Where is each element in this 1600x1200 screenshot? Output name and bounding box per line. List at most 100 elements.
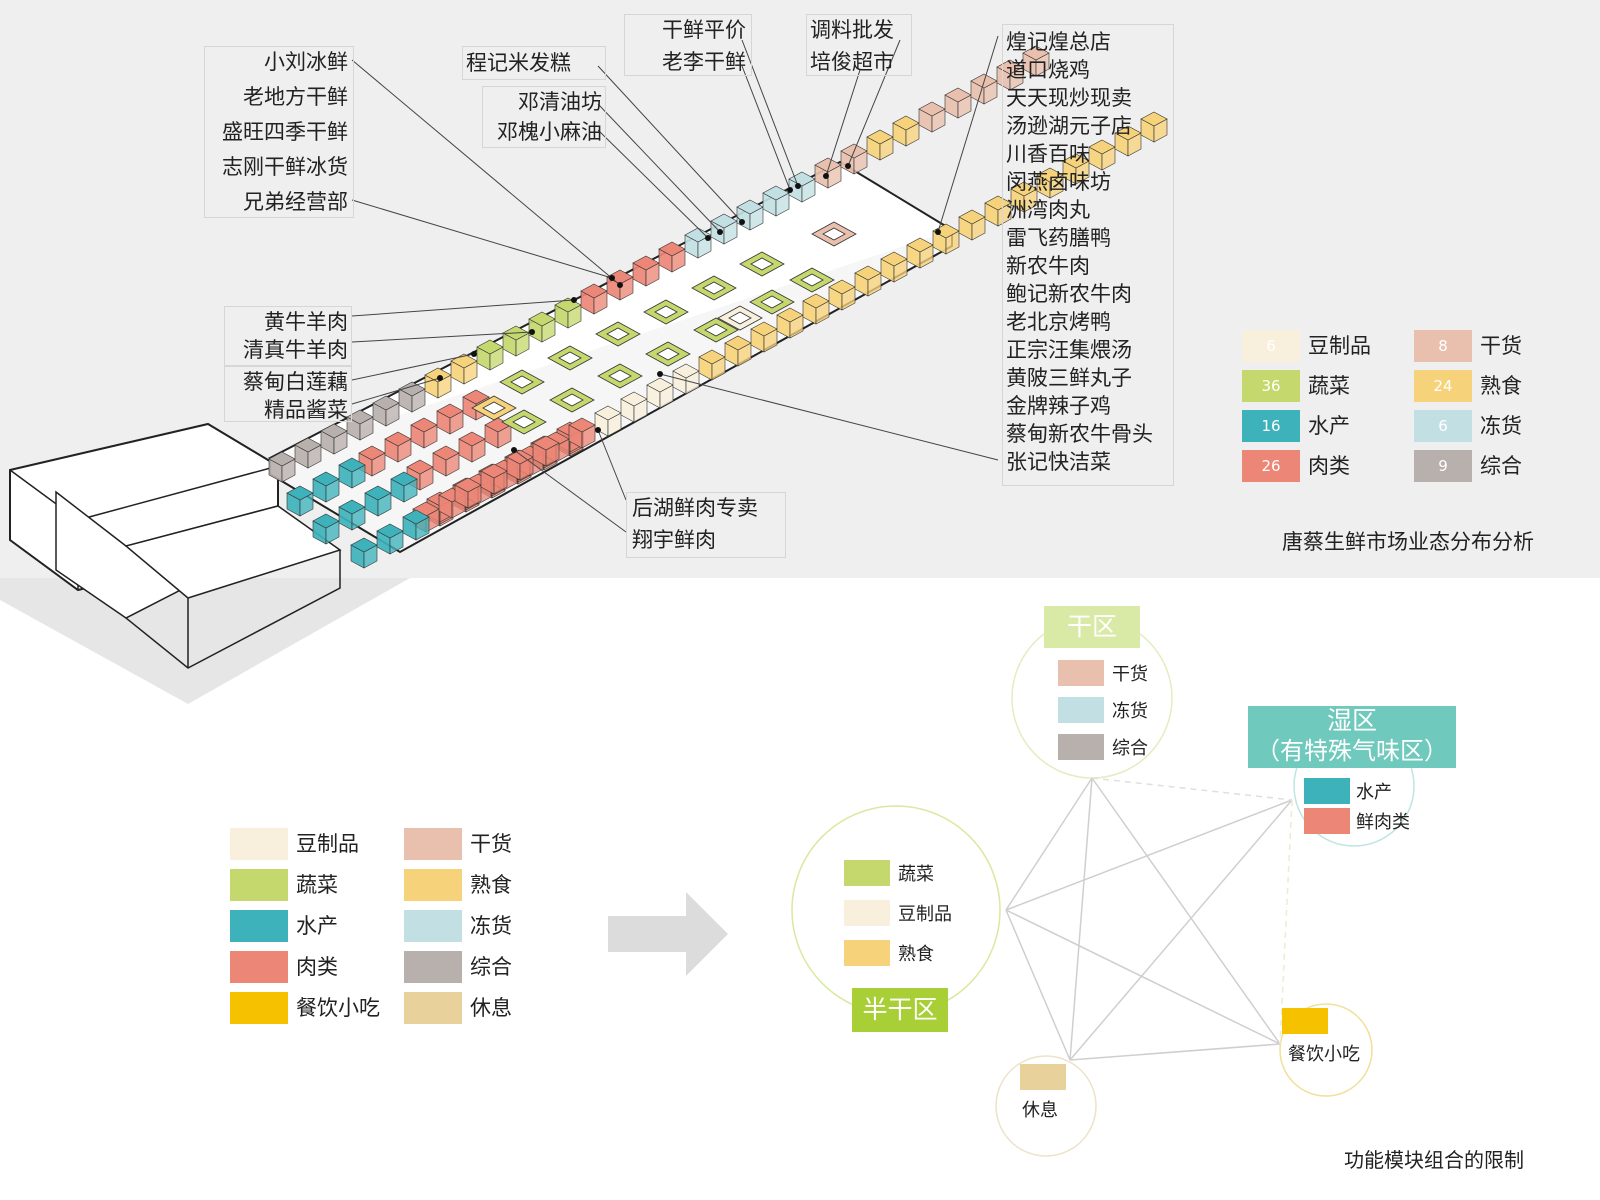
leader-dot xyxy=(529,329,535,335)
meat-stall xyxy=(480,463,508,479)
vegetable-stall xyxy=(510,375,534,389)
label-fresh-meat-shop: 后湖鲜肉专卖 xyxy=(632,496,758,520)
vegetable-stall xyxy=(608,369,632,383)
back-row-stall xyxy=(944,87,972,103)
back-row-stall xyxy=(268,451,296,467)
model-shadow xyxy=(0,578,410,704)
leader-line xyxy=(513,449,627,533)
legend-swatch: 16 xyxy=(1242,410,1300,442)
vegetable-stall xyxy=(760,295,784,309)
category-swatch xyxy=(230,869,288,901)
legend-swatch: 24 xyxy=(1414,370,1472,402)
zone-item-label: 干货 xyxy=(1112,664,1148,685)
category-swatch xyxy=(230,910,288,942)
front-row-stall xyxy=(828,279,856,295)
leader-dot xyxy=(739,219,745,225)
back-row-stall xyxy=(684,227,712,243)
meat-stall xyxy=(532,435,560,451)
leader-line xyxy=(937,35,999,233)
back-row-stall xyxy=(372,395,400,411)
back-row-stall xyxy=(398,381,426,397)
zone-title-wet-sub: （有特殊气味区） xyxy=(1256,737,1448,765)
legend-swatch: 9 xyxy=(1414,450,1472,482)
label-cooked-food-shop: 张记快洁菜 xyxy=(1006,450,1111,474)
label-box-cooked-food xyxy=(1002,24,1174,486)
category-label: 冻货 xyxy=(470,914,512,938)
meat-stall xyxy=(358,445,386,461)
front-row-stall xyxy=(594,405,622,421)
category-swatch xyxy=(404,951,462,983)
front-row-stall xyxy=(1140,111,1168,127)
label-box-seasoning xyxy=(806,14,912,76)
legend-swatch: 26 xyxy=(1242,450,1300,482)
label-meat-shop: 黄牛羊肉 xyxy=(264,310,348,334)
front-row-stall xyxy=(672,363,700,379)
zone-item-label: 餐饮小吃 xyxy=(1288,1044,1360,1065)
label-vegetable-shop: 蔡甸白莲藕 xyxy=(243,370,348,394)
relation-line xyxy=(1005,777,1093,911)
meat-stall xyxy=(458,431,486,447)
vegetable-stall xyxy=(656,347,680,361)
back-row-stall xyxy=(892,115,920,131)
aquatic-stall xyxy=(312,471,340,487)
relation-line-dashed xyxy=(1279,799,1293,1045)
leader-dot xyxy=(571,297,577,303)
label-cooked-food-shop: 煌记煌总店 xyxy=(1006,30,1111,54)
meat-stall xyxy=(454,477,482,493)
label-box-oil xyxy=(482,86,606,148)
meat-stall xyxy=(506,449,534,465)
relation-line xyxy=(1069,799,1293,1061)
vegetable-stall xyxy=(704,323,728,337)
front-row-stall xyxy=(1036,167,1064,183)
label-dry-goods-shop: 盛旺四季干鲜 xyxy=(222,120,348,144)
back-row-stall xyxy=(996,59,1024,75)
zone-item-swatch xyxy=(1282,1008,1328,1034)
leader-line xyxy=(351,331,533,343)
label-cooked-food-shop: 正宗汪集煨汤 xyxy=(1006,338,1132,362)
label-cooked-food-shop: 老北京烤鸭 xyxy=(1006,310,1111,334)
leader-dot xyxy=(657,371,663,377)
label-cooked-food-shop: 道口烧鸡 xyxy=(1006,58,1090,82)
zone-item-label: 冻货 xyxy=(1112,701,1148,722)
back-row-stall xyxy=(866,129,894,145)
legend-label: 豆制品 xyxy=(1308,334,1371,358)
label-dry-goods-shop: 小刘冰鲜 xyxy=(264,50,348,74)
label-oil-shop: 邓槐小麻油 xyxy=(497,120,602,144)
back-row-stall xyxy=(658,241,686,257)
relation-line xyxy=(1005,909,1071,1061)
category-label: 餐饮小吃 xyxy=(296,996,380,1020)
front-row-stall xyxy=(1088,139,1116,155)
label-box-dry-goods xyxy=(204,46,354,218)
label-dry-price-shop: 老李干鲜 xyxy=(662,50,746,74)
front-row-stall xyxy=(698,349,726,365)
legend-label: 水产 xyxy=(1308,414,1350,438)
legend-label: 冻货 xyxy=(1480,414,1522,438)
zone-item-label: 豆制品 xyxy=(898,904,952,925)
leader-line xyxy=(597,429,627,501)
label-box-fresh-meat xyxy=(626,492,786,558)
category-swatch xyxy=(230,828,288,860)
aquatic-stall xyxy=(364,485,392,501)
zone-item-label: 蔬菜 xyxy=(898,864,934,885)
back-row-stall xyxy=(788,171,816,187)
label-cooked-food-shop: 洲湾肉丸 xyxy=(1006,198,1090,222)
label-cooked-food-shop: 汤逊湖元子店 xyxy=(1006,114,1132,138)
front-row-stall xyxy=(646,377,674,393)
zone-item-swatch xyxy=(1058,734,1104,760)
back-row-stall xyxy=(736,199,764,215)
leader-dot xyxy=(795,183,801,189)
category-label: 综合 xyxy=(470,955,512,979)
leader-line xyxy=(351,377,441,405)
category-swatch xyxy=(230,992,288,1024)
leader-dot xyxy=(617,282,623,288)
legend-label: 蔬菜 xyxy=(1308,374,1350,398)
label-dry-price-shop: 干鲜平价 xyxy=(662,18,746,42)
relation-line xyxy=(1069,1043,1281,1061)
meat-stall xyxy=(410,417,438,433)
legend-swatch: 8 xyxy=(1414,330,1472,362)
leader-line xyxy=(847,39,901,167)
back-row-stall xyxy=(762,185,790,201)
zone-circle-semi xyxy=(791,805,1001,1015)
zone-item-swatch xyxy=(1304,808,1350,834)
